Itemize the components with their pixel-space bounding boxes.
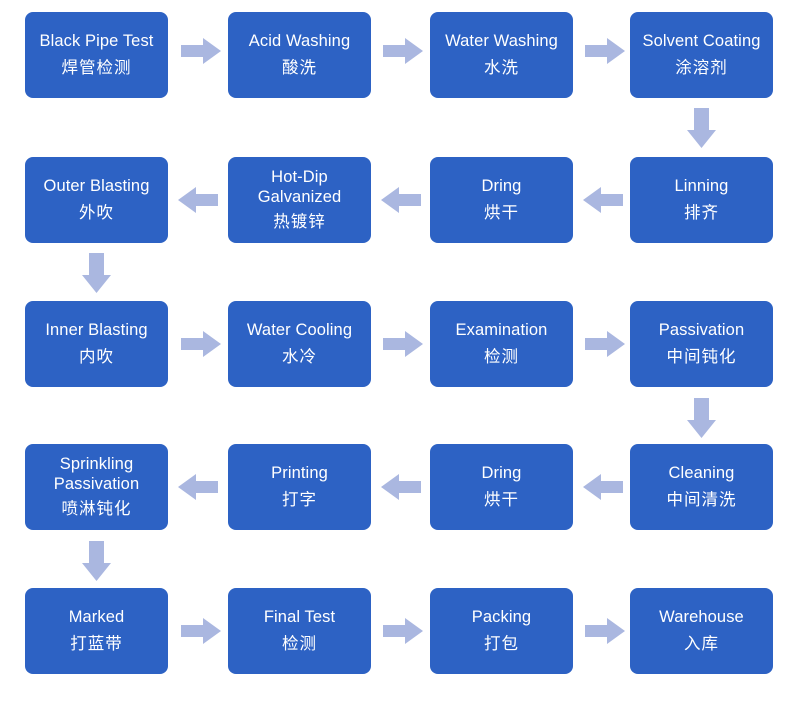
arrow-down-icon: [81, 253, 112, 293]
process-node-dring-2[interactable]: Dring 烘干: [430, 444, 573, 530]
process-node-dring-1[interactable]: Dring 烘干: [430, 157, 573, 243]
node-label-en: Dring: [481, 464, 522, 483]
node-label-zh: 水洗: [484, 58, 519, 77]
arrow-right-icon: [181, 617, 221, 645]
node-label-zh: 检测: [282, 634, 317, 653]
node-label-en: Acid Washing: [248, 32, 351, 51]
node-label-zh: 烘干: [484, 203, 519, 222]
node-label-zh: 打字: [282, 490, 317, 509]
node-label-zh: 酸洗: [282, 58, 317, 77]
arrow-down-icon: [81, 541, 112, 581]
node-label-en: Water Cooling: [246, 321, 353, 340]
node-label-en: Dring: [481, 177, 522, 196]
process-node-water-washing[interactable]: Water Washing 水洗: [430, 12, 573, 98]
node-label-en: Warehouse: [659, 608, 744, 627]
node-label-en: Packing: [471, 608, 532, 627]
node-label-en: Final Test: [263, 608, 336, 627]
process-node-linning[interactable]: Linning 排齐: [630, 157, 773, 243]
node-label-zh: 烘干: [484, 490, 519, 509]
node-label-zh: 热镀锌: [273, 212, 326, 231]
node-label-zh: 内吹: [79, 347, 114, 366]
node-label-en: Solvent Coating: [642, 32, 761, 51]
node-label-zh: 检测: [484, 347, 519, 366]
arrow-left-icon: [178, 473, 218, 501]
arrow-left-icon: [381, 473, 421, 501]
node-label-zh: 排齐: [684, 203, 719, 222]
node-label-zh: 外吹: [79, 203, 114, 222]
node-label-en: Inner Blasting: [45, 321, 148, 340]
arrow-left-icon: [583, 186, 623, 214]
process-node-passivation[interactable]: Passivation 中间钝化: [630, 301, 773, 387]
arrow-right-icon: [383, 37, 423, 65]
node-label-zh: 水冷: [282, 347, 317, 366]
process-node-marked[interactable]: Marked 打蓝带: [25, 588, 168, 674]
process-node-acid-washing[interactable]: Acid Washing 酸洗: [228, 12, 371, 98]
node-label-zh: 入库: [684, 634, 719, 653]
node-label-en: Marked: [68, 608, 125, 627]
node-label-zh: 涂溶剂: [675, 58, 728, 77]
arrow-left-icon: [381, 186, 421, 214]
node-label-en: Outer Blasting: [43, 177, 150, 196]
arrow-right-icon: [383, 617, 423, 645]
node-label-en: Sprinkling Passivation: [53, 455, 140, 494]
process-node-packing[interactable]: Packing 打包: [430, 588, 573, 674]
arrow-down-icon: [686, 398, 717, 438]
node-label-zh: 打包: [484, 634, 519, 653]
arrow-right-icon: [585, 330, 625, 358]
node-label-zh: 中间钝化: [666, 347, 737, 366]
arrow-down-icon: [686, 108, 717, 148]
arrow-right-icon: [383, 330, 423, 358]
node-label-en: Examination: [455, 321, 548, 340]
process-node-water-cooling[interactable]: Water Cooling 水冷: [228, 301, 371, 387]
arrow-left-icon: [583, 473, 623, 501]
node-label-en: Hot-Dip Galvanized: [257, 168, 342, 207]
process-node-printing[interactable]: Printing 打字: [228, 444, 371, 530]
node-label-en: Cleaning: [668, 464, 735, 483]
process-node-cleaning[interactable]: Cleaning 中间清洗: [630, 444, 773, 530]
process-node-sprinkling-passivation[interactable]: Sprinkling Passivation 喷淋钝化: [25, 444, 168, 530]
node-label-en: Black Pipe Test: [39, 32, 154, 51]
node-label-zh: 打蓝带: [70, 634, 123, 653]
process-node-inner-blasting[interactable]: Inner Blasting 内吹: [25, 301, 168, 387]
process-node-examination[interactable]: Examination 检测: [430, 301, 573, 387]
node-label-en: Printing: [271, 464, 328, 483]
arrow-right-icon: [181, 330, 221, 358]
arrow-right-icon: [585, 617, 625, 645]
node-label-zh: 焊管检测: [61, 58, 132, 77]
process-node-warehouse[interactable]: Warehouse 入库: [630, 588, 773, 674]
arrow-right-icon: [181, 37, 221, 65]
process-node-solvent-coating[interactable]: Solvent Coating 涂溶剂: [630, 12, 773, 98]
node-label-en: Water Washing: [445, 32, 558, 51]
process-node-outer-blasting[interactable]: Outer Blasting 外吹: [25, 157, 168, 243]
node-label-en: Linning: [674, 177, 729, 196]
arrow-left-icon: [178, 186, 218, 214]
process-node-black-pipe-test[interactable]: Black Pipe Test 焊管检测: [25, 12, 168, 98]
node-label-en: Passivation: [658, 321, 745, 340]
arrow-right-icon: [585, 37, 625, 65]
process-node-hot-dip-galvanized[interactable]: Hot-Dip Galvanized 热镀锌: [228, 157, 371, 243]
node-label-zh: 中间清洗: [666, 490, 737, 509]
node-label-zh: 喷淋钝化: [61, 499, 132, 518]
process-node-final-test[interactable]: Final Test 检测: [228, 588, 371, 674]
